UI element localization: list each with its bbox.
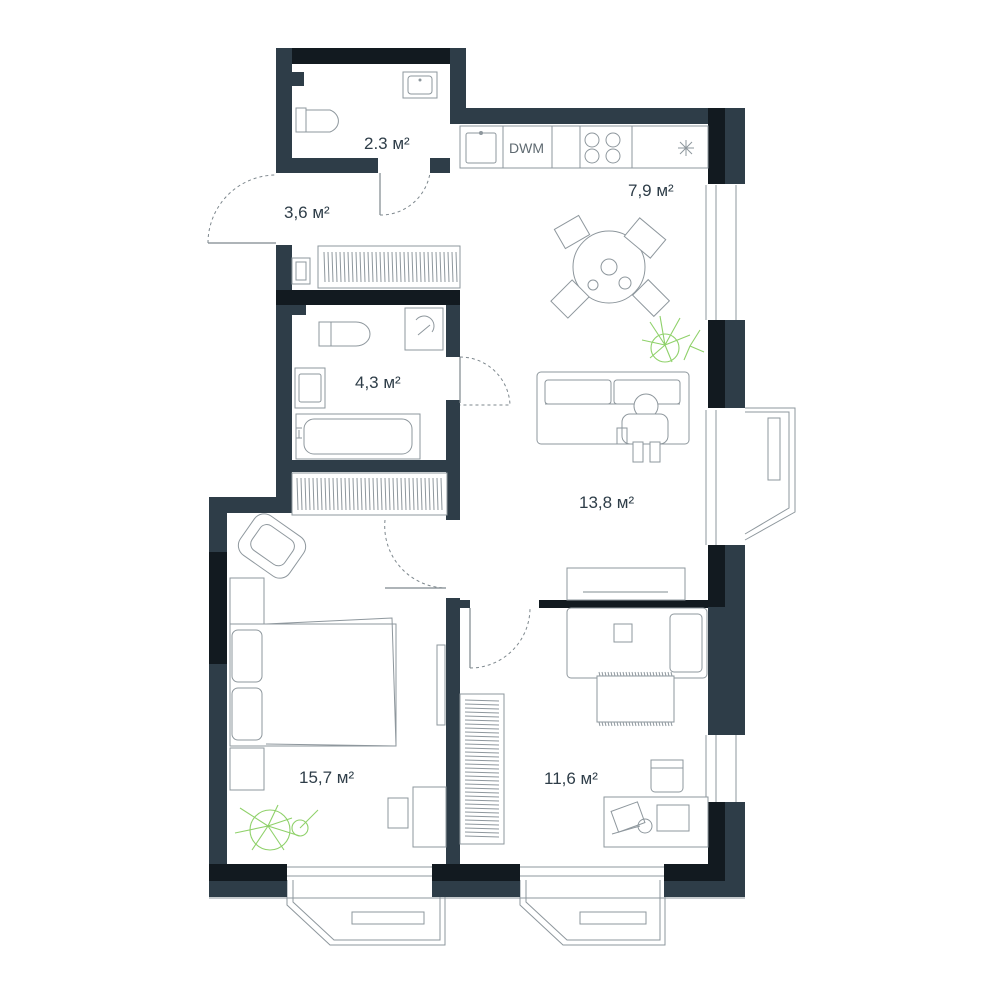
room-area-study: 11,6 м² (544, 769, 598, 788)
person-icon (616, 393, 669, 463)
closet-hall (317, 245, 461, 289)
bedroom-furniture (229, 513, 447, 848)
room-labels: 2.3 м² 3,6 м² 7,9 м² 4,3 м² 13,8 м² 15,7… (284, 134, 674, 788)
closet-study (459, 693, 505, 845)
plant-bedroom (234, 804, 319, 851)
study-furniture (566, 607, 709, 848)
room-area-wc: 2.3 м² (364, 134, 410, 153)
balconies (209, 185, 796, 946)
kitchen-counter (459, 125, 709, 169)
bathroom-fixtures (294, 307, 444, 460)
closet-bath (291, 472, 448, 516)
dishwasher-label: DWM (509, 140, 544, 156)
dining-set (550, 214, 671, 319)
room-area-bathroom: 4,3 м² (355, 373, 401, 392)
room-area-kitchen: 7,9 м² (628, 181, 674, 200)
room-area-living: 13,8 м² (579, 493, 634, 512)
wc-fixtures (295, 71, 438, 133)
walls (209, 48, 745, 897)
plant-living (641, 315, 705, 363)
tv-console (566, 567, 686, 601)
room-area-hall: 3,6 м² (284, 203, 330, 222)
room-area-bedroom: 15,7 м² (299, 768, 354, 787)
doors (207, 172, 531, 669)
